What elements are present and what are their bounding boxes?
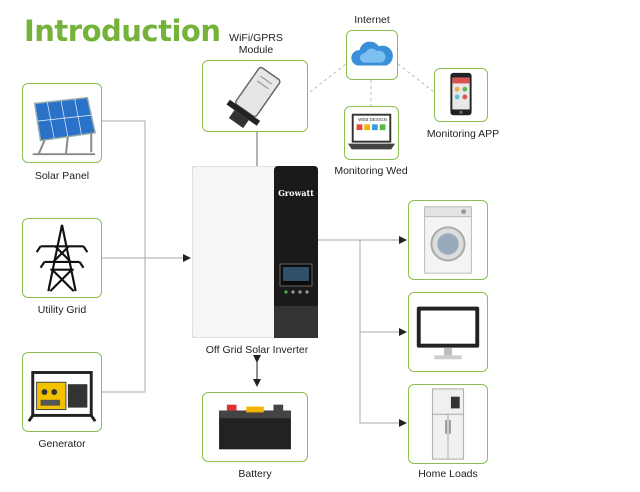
internet-box bbox=[346, 30, 398, 80]
generator-box bbox=[22, 352, 102, 432]
battery-box bbox=[202, 392, 308, 462]
solar-panel-icon bbox=[32, 96, 97, 156]
battery-label: Battery bbox=[238, 468, 272, 480]
washing-machine-icon bbox=[424, 206, 472, 274]
internet-label: Internet bbox=[354, 14, 390, 26]
home-loads-label: Home Loads bbox=[418, 468, 478, 480]
monitoring-app-box bbox=[434, 68, 488, 122]
inverter-device: Growatt bbox=[191, 165, 319, 339]
laptop-icon bbox=[347, 113, 396, 150]
page-title: Introduction bbox=[24, 14, 221, 48]
wifi-module-box bbox=[202, 60, 308, 132]
smartphone-icon bbox=[450, 72, 472, 116]
washing-machine-box bbox=[408, 200, 488, 280]
battery-icon bbox=[219, 404, 291, 450]
inverter-label: Off Grid Solar Inverter bbox=[205, 344, 309, 356]
solar-panel-box bbox=[22, 83, 102, 163]
monitor-icon bbox=[416, 306, 480, 360]
cloud-icon bbox=[351, 41, 393, 66]
monitoring-web-label: Monitoring Wed bbox=[334, 165, 408, 177]
wifi-module-label: WiFi/GPRS Module bbox=[229, 32, 283, 56]
refrigerator-box bbox=[408, 384, 488, 464]
generator-icon bbox=[27, 371, 97, 423]
monitoring-web-box: WEB DESIGN bbox=[344, 106, 399, 160]
solar-line bbox=[102, 120, 146, 393]
power-tower-icon bbox=[35, 224, 89, 292]
refrigerator-icon bbox=[431, 388, 465, 460]
solar-panel-label: Solar Panel bbox=[34, 170, 90, 182]
inverter-icon bbox=[191, 165, 319, 339]
inverter-brand: Growatt bbox=[278, 188, 314, 198]
monitoring-app-label: Monitoring APP bbox=[426, 128, 500, 140]
wifi-dongle-icon bbox=[226, 66, 281, 129]
laptop-screen-text: WEB DESIGN bbox=[358, 117, 387, 122]
utility-grid-box bbox=[22, 218, 102, 298]
generator-label: Generator bbox=[38, 438, 86, 450]
monitor-box bbox=[408, 292, 488, 372]
utility-grid-label: Utility Grid bbox=[37, 304, 87, 316]
